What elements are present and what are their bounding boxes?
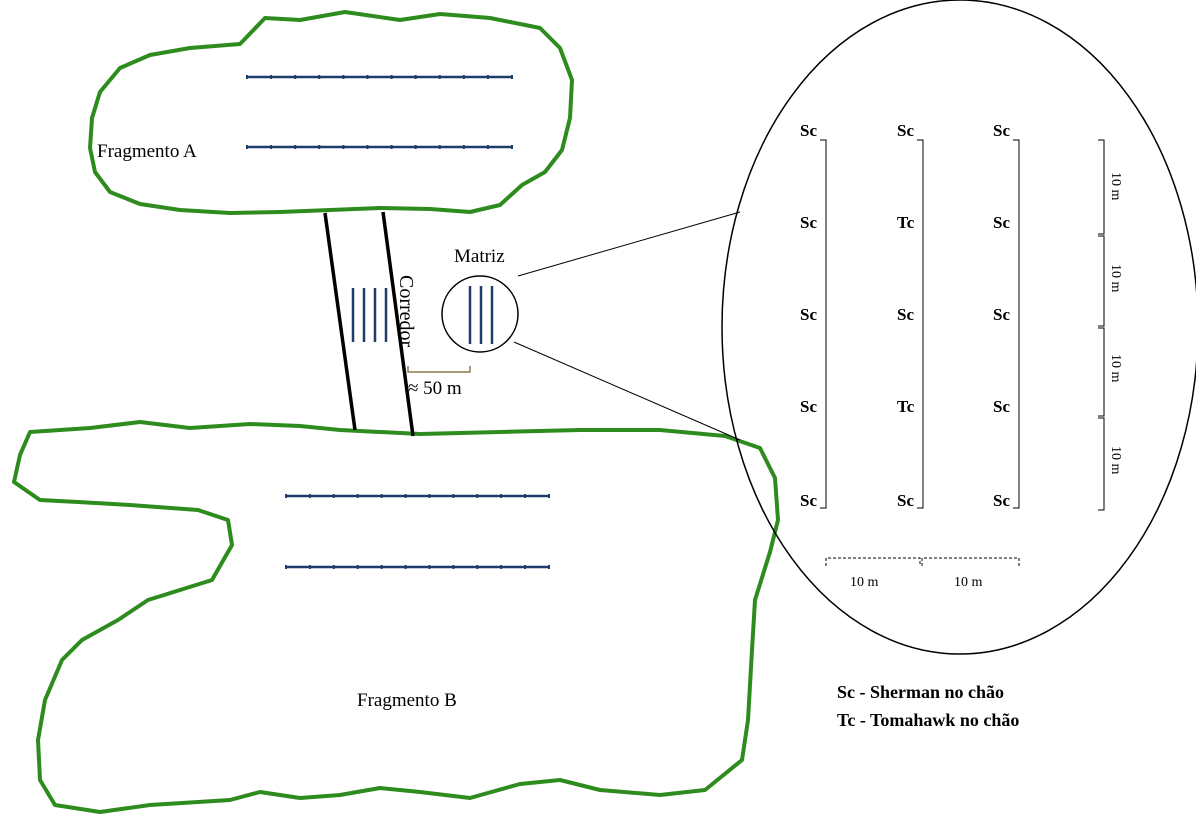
fragment-b-transects (286, 494, 549, 569)
vertical-scale-label: 10 m (1108, 264, 1123, 293)
trap-label: Sc (993, 305, 1010, 324)
trap-label: Sc (993, 491, 1010, 510)
corridor-label: Corredor (395, 275, 417, 348)
corridor: Corredor ≈ 50 m (323, 211, 471, 437)
fragment-a-outline (88, 10, 574, 215)
matrix-label: Matriz (454, 246, 505, 267)
horizontal-scale-label: 10 m (850, 575, 879, 590)
vertical-scale-label: 10 m (1108, 172, 1123, 201)
vertical-scale-label: 10 m (1108, 354, 1123, 383)
trap-label: Tc (897, 213, 915, 232)
fragment-b-label: Fragmento B (357, 690, 457, 711)
zoom-connector-bottom (513, 341, 741, 441)
corridor-edge-right (381, 211, 415, 437)
trap-label: Sc (993, 121, 1010, 140)
fragment-a-transects (247, 75, 512, 149)
corridor-transects (351, 288, 388, 342)
matrix-transects (468, 286, 494, 344)
trap-label: Sc (897, 121, 914, 140)
trap-label: Sc (897, 305, 914, 324)
zoom-connector-top (517, 211, 741, 277)
trap-label: Sc (993, 397, 1010, 416)
legend: Sc - Sherman no chão Tc - Tomahawk no ch… (837, 682, 1019, 730)
matrix-site: Matriz (441, 246, 519, 353)
zoom-ellipse (721, 0, 1196, 655)
fragment-a-label: Fragmento A (97, 141, 197, 162)
corridor-edge-left (323, 212, 357, 431)
trap-label: Sc (897, 491, 914, 510)
horizontal-scale: 10 m 10 m (825, 557, 1020, 590)
fragment-b-outline (12, 420, 780, 814)
trap-label: Sc (800, 121, 817, 140)
corridor-scale-bar (407, 366, 471, 373)
trap-label: Tc (897, 397, 915, 416)
vertical-scale: 10 m 10 m 10 m 10 m (1098, 139, 1123, 511)
trap-label: Sc (800, 213, 817, 232)
corridor-width-label: ≈ 50 m (408, 378, 462, 399)
trap-label: Sc (800, 491, 817, 510)
trap-label: Sc (800, 397, 817, 416)
trap-label: Sc (993, 213, 1010, 232)
trap-grid-lines (820, 139, 1020, 509)
legend-item-sc: Sc - Sherman no chão (837, 682, 1004, 702)
vertical-scale-label: 10 m (1108, 446, 1123, 475)
legend-item-tc: Tc - Tomahawk no chão (837, 710, 1019, 730)
transect-station-ticks (246, 75, 550, 569)
trap-label: Sc (800, 305, 817, 324)
horizontal-scale-label: 10 m (954, 575, 983, 590)
